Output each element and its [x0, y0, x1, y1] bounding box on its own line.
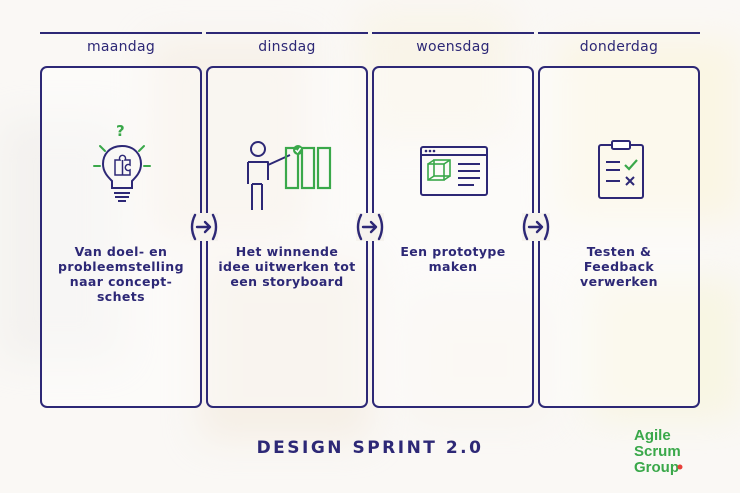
logo-line-scrum: Scrum	[634, 443, 681, 460]
day-header-rule-dinsdag	[206, 32, 368, 34]
svg-text:?: ?	[116, 122, 125, 140]
logo-line-agile: Agile	[634, 427, 671, 444]
day-label-woensdag: woensdag	[416, 39, 490, 55]
page-title: DESIGN SPRINT 2.0	[256, 438, 484, 458]
day-label-donderdag: donderdag	[579, 39, 659, 55]
prototype-window-icon	[420, 146, 488, 196]
day-card-dinsdag: Het winnende idee uitwerken tot een stor…	[206, 66, 368, 408]
arrow-right-icon	[190, 213, 218, 241]
logo-line-group: Group	[634, 459, 679, 476]
arrow-right-icon	[522, 213, 550, 241]
day-header-rule-maandag	[40, 32, 202, 34]
logo-dot-icon	[677, 464, 683, 470]
day-card-woensdag: Een prototype maken	[372, 66, 534, 408]
day-label-maandag: maandag	[86, 39, 156, 55]
day-text-woensdag: Een prototype maken	[400, 244, 506, 274]
day-header-rule-donderdag	[538, 32, 700, 34]
day-card-donderdag: Testen & Feedback verwerken	[538, 66, 700, 408]
checklist-clipboard-icon	[598, 140, 644, 199]
day-label-dinsdag: dinsdag	[258, 39, 316, 55]
day-text-maandag: Van doel- en probleemstelling naar conce…	[58, 244, 184, 304]
presenter-storyboard-icon	[247, 141, 332, 210]
day-card-maandag: ? Van doel- en probleemstelling naar con…	[40, 66, 202, 408]
arrow-right-icon	[356, 213, 384, 241]
day-text-dinsdag: Het winnende idee uitwerken tot een stor…	[218, 244, 356, 289]
lightbulb-puzzle-icon: ?	[93, 122, 151, 202]
day-text-donderdag: Testen & Feedback verwerken	[580, 244, 658, 289]
agile-scrum-group-logo: Agile Scrum Group	[634, 428, 714, 476]
day-header-rule-woensdag	[372, 32, 534, 34]
